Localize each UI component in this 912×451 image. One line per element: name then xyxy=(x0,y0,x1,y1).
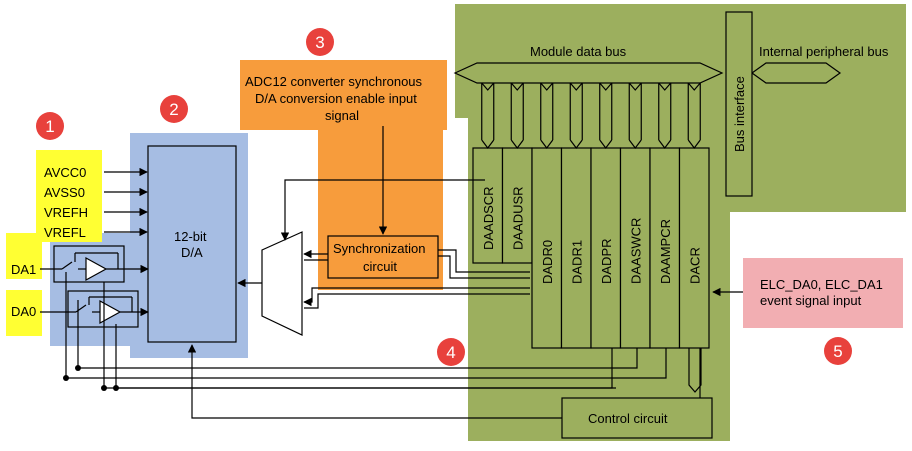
badge-number-5: 5 xyxy=(833,342,842,361)
badge-3 xyxy=(306,28,334,56)
module-data-bus-label: Module data bus xyxy=(530,44,627,59)
da1-output-stage xyxy=(40,245,149,283)
event-input-label-2: event signal input xyxy=(760,293,862,308)
register-label-dadpr: DADPR xyxy=(599,238,614,284)
synchronization-circuit xyxy=(327,235,439,279)
control-bus-connector xyxy=(688,348,702,393)
register-dadpr xyxy=(590,147,622,349)
badge-number-1: 1 xyxy=(45,117,54,136)
internal-peripheral-bus-label: Internal peripheral bus xyxy=(759,44,889,59)
badge-number-3: 3 xyxy=(315,33,324,52)
da0-label: DA0 xyxy=(11,304,36,319)
register-dacr xyxy=(678,147,710,349)
pin-label-avcc0: AVCC0 xyxy=(44,165,86,180)
da0-label-area xyxy=(6,290,42,336)
adc-sync-label-2: D/A conversion enable input xyxy=(255,91,417,106)
da-area xyxy=(130,133,248,358)
register-label-dadr0: DADR0 xyxy=(540,240,555,284)
da1-label-area xyxy=(6,233,42,279)
register-label-daadscr: DAADSCR xyxy=(481,186,496,250)
register-bus-connectors xyxy=(481,82,702,393)
da-converter-box xyxy=(147,145,237,343)
event-input-label-1: ELC_DA0, ELC_DA1 xyxy=(760,277,883,292)
register-daampcr xyxy=(649,147,681,349)
bus-interface-label: Bus interface xyxy=(732,76,747,152)
step-badges: 1 2 3 4 5 xyxy=(36,28,852,366)
register-label-daaswcr: DAASWCR xyxy=(628,218,643,284)
bus-connector-dacr xyxy=(687,82,701,149)
badge-number-2: 2 xyxy=(169,100,178,119)
module-data-bus xyxy=(453,62,724,84)
adc-sync-label-1: ADC12 converter synchronous xyxy=(245,74,423,89)
badge-2 xyxy=(160,95,188,123)
ref-pin-area xyxy=(36,150,102,242)
bus-connector-daampcr xyxy=(658,82,672,149)
bus-connector-dadr1 xyxy=(569,82,583,149)
da-converter-label-1: 12-bit xyxy=(174,229,207,244)
sync-circuit-label-1: Synchronization xyxy=(333,241,426,256)
pin-label-vrefl: VREFL xyxy=(44,225,86,240)
register-dadr0 xyxy=(531,147,563,349)
register-label-daadusr: DAADUSR xyxy=(510,186,525,250)
badge-number-4: 4 xyxy=(446,343,455,362)
bus-connector-daadscr xyxy=(481,82,495,149)
register-label-dacr: DACR xyxy=(687,247,702,284)
internal-peripheral-bus xyxy=(750,62,842,84)
junction-dots xyxy=(63,365,119,391)
adc-sync-label-3: signal xyxy=(325,108,359,123)
register-daadscr xyxy=(472,147,504,264)
control-circuit-label: Control circuit xyxy=(588,411,668,426)
register-block: DAADSCR DAADUSR DADR0 DADR1 DADPR DAASWCR DAAM… xyxy=(472,147,710,349)
register-label-dadr1: DADR1 xyxy=(569,240,584,284)
bus-connector-dadr0 xyxy=(540,82,554,149)
bus-connector-dadpr xyxy=(599,82,613,149)
da1-label: DA1 xyxy=(11,262,36,277)
adc-sync-area xyxy=(240,60,447,290)
badge-4 xyxy=(437,338,465,366)
pin-label-avss0: AVSS0 xyxy=(44,185,85,200)
badge-1 xyxy=(36,112,64,140)
bus-connector-daadusr xyxy=(510,82,524,149)
event-input-area xyxy=(743,258,903,328)
badge-5 xyxy=(824,337,852,365)
control-circuit xyxy=(561,397,713,439)
bus-interface xyxy=(725,11,753,197)
sync-circuit-label-2: circuit xyxy=(363,259,397,274)
bus-connector-daaswcr xyxy=(628,82,642,149)
da-converter-label-2: D/A xyxy=(181,245,203,260)
register-label-daampcr: DAAMPCR xyxy=(658,219,673,284)
output-area xyxy=(50,233,132,346)
pin-label-vrefh: VREFH xyxy=(44,205,88,220)
multiplexer xyxy=(261,231,303,336)
